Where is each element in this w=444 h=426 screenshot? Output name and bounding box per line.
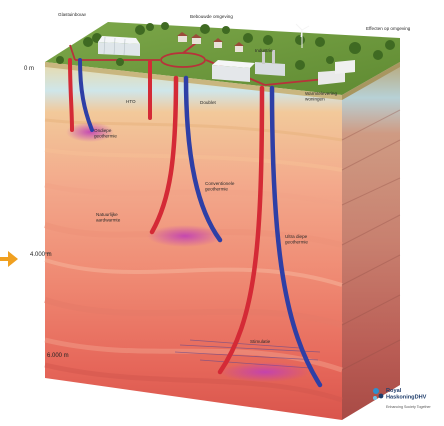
label-doublet: Doublet — [200, 100, 217, 105]
label-effecten: Effecten op omgeving — [366, 26, 411, 31]
side-strata — [341, 109, 401, 371]
block-side-face — [342, 62, 400, 420]
well-conventional — [149, 75, 223, 243]
reservoir-conventional — [147, 225, 223, 247]
depth-label-0: 0 m — [24, 66, 34, 72]
logo-tagline: Enhancing Society Together — [386, 405, 431, 409]
well-ultradeep — [217, 85, 323, 388]
label-industrie: Industrie — [255, 48, 273, 53]
apartment-blocks — [318, 60, 355, 85]
label-stimulatie: Stimulatie — [250, 339, 271, 344]
industry-buildings — [212, 50, 285, 82]
greenhouses — [98, 36, 140, 56]
surface-edge-front — [45, 62, 342, 100]
logo-mark-icon — [373, 388, 384, 400]
label-glastuinbouw: Glastuinbouw — [58, 12, 87, 17]
trees — [56, 22, 395, 70]
reservoir-shallow — [66, 122, 114, 142]
reservoir-ultradeep — [220, 362, 310, 382]
depth-label-4000: 4.000 m — [30, 252, 52, 258]
well-shallow — [68, 58, 94, 132]
houses — [177, 32, 244, 52]
depth-label-6000: 6.000 m — [47, 353, 69, 359]
wind-turbines — [295, 23, 310, 48]
arrow-icon — [0, 251, 18, 267]
label-hto: HTO — [126, 99, 136, 104]
label-bebouwde-omgeving: Bebouwde omgeving — [190, 14, 233, 19]
surface-edge-side — [342, 62, 400, 100]
